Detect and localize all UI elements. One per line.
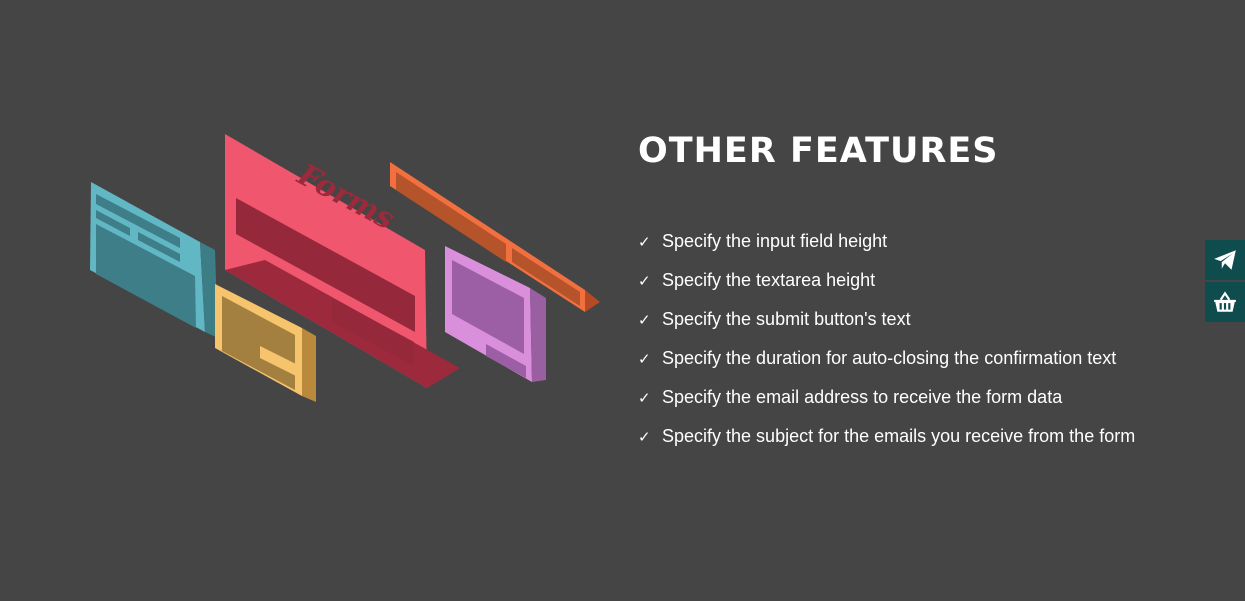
orange-form-panel [390,162,600,312]
send-button[interactable] [1205,240,1245,280]
blue-form-panel [90,182,218,338]
feature-item: ✓ Specify the submit button's text [638,300,1198,339]
feature-text: Specify the input field height [662,231,888,251]
section-title: OTHER FEATURES [638,131,999,171]
feature-text: Specify the email address to receive the… [662,387,1063,407]
purple-form-panel [445,246,546,382]
check-icon: ✓ [638,310,651,329]
check-icon: ✓ [638,271,651,290]
features-list: ✓ Specify the input field height ✓ Speci… [638,222,1198,456]
check-icon: ✓ [638,427,651,446]
check-icon: ✓ [638,349,651,368]
basket-button[interactable] [1205,282,1245,322]
yellow-form-panel [215,284,316,402]
feature-text: Specify the duration for auto-closing th… [662,348,1117,368]
check-icon: ✓ [638,388,651,407]
forms-illustration: Forms [90,134,600,402]
feature-item: ✓ Specify the textarea height [638,261,1198,300]
feature-text: Specify the subject for the emails you r… [662,426,1136,446]
feature-text: Specify the textarea height [662,270,876,290]
paper-plane-icon [1214,250,1236,270]
basket-icon [1214,291,1236,312]
feature-item: ✓ Specify the email address to receive t… [638,378,1198,417]
features-section: OTHER FEATURES ✓ Specify the input field… [638,128,1198,456]
feature-item: ✓ Specify the duration for auto-closing … [638,339,1198,378]
side-buttons [1205,240,1245,324]
check-icon: ✓ [638,232,651,251]
feature-text: Specify the submit button's text [662,309,911,329]
feature-item: ✓ Specify the subject for the emails you… [638,417,1198,456]
feature-item: ✓ Specify the input field height [638,222,1198,261]
